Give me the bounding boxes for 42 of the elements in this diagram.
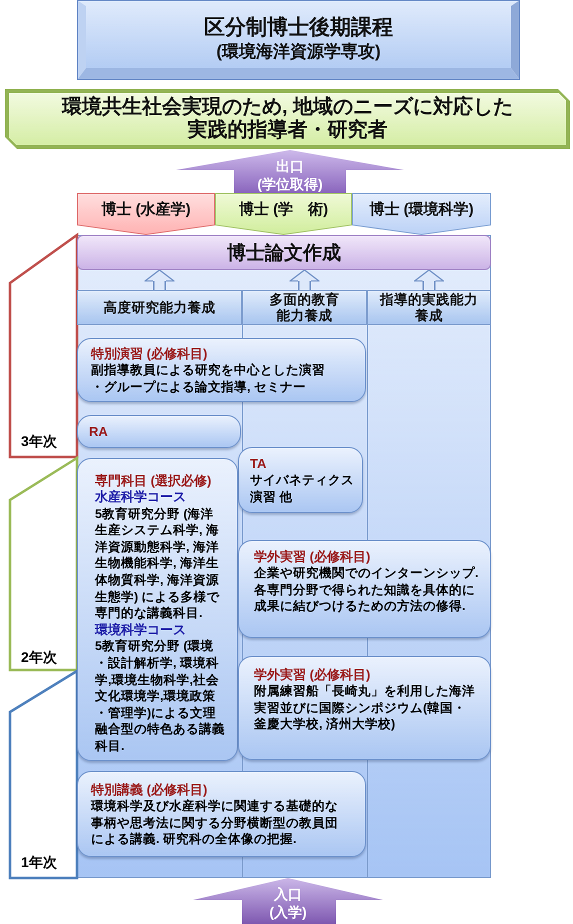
course-heading: 特別演習 (必修科目) — [91, 345, 208, 362]
year-label: 3年次 — [21, 432, 57, 450]
arrow-label: 入口 — [274, 884, 302, 902]
program-title: 区分制博士後期課程 — [204, 15, 393, 41]
course-description: 企業や研究機関でのインターンシップ.各専門分野で得られた知識を具体的に成果に結びつけるための方法の修得. — [254, 565, 480, 615]
arrow — [144, 269, 175, 290]
arrow-label: (入学) — [269, 902, 307, 920]
course-description: 5教育研究分野 (海洋生産システム科学, 海洋資源動態科学, 海洋生物機能科学, 海洋生体物質科学, 海洋資源生態学) による多様で専門的な講義科目. — [95, 506, 221, 622]
arrow — [289, 269, 320, 290]
course-track: 環境科学コース — [95, 622, 186, 638]
course-heading: RA — [89, 423, 108, 440]
arrow — [414, 269, 444, 290]
degree-label: 博士 (環境科学) — [369, 201, 474, 219]
course-description: 副指導教員による研究を中心とした演習・グループによる論文指導, セミナー — [91, 362, 326, 396]
degree-label: 博士 (学 術) — [238, 201, 328, 219]
column-header: 多面的教育能力養成 — [242, 290, 367, 325]
course-track: 水産科学コース — [95, 489, 186, 506]
course-box — [77, 415, 241, 448]
course-box — [77, 458, 238, 761]
program-subtitle: (環境海洋資源学専攻) — [216, 41, 381, 63]
arrow-label: 出口 — [276, 156, 304, 174]
degree-label: 博士 (水産学) — [101, 201, 191, 219]
course-heading: TA — [250, 455, 266, 472]
year-label: 1年次 — [21, 853, 57, 871]
goal-banner: 環境共生社会実現のため, 地域のニーズに対応した実践的指導者・研究者 — [5, 89, 570, 149]
course-description: 附属練習船「長崎丸」を利用した海洋実習並びに国際シンポジウム(韓国・釜慶大学校, 済州大学校) — [254, 683, 476, 733]
column-header: 指導的実践能力養成 — [367, 290, 491, 325]
course-description: サイバネティクス演習 他 — [250, 472, 355, 506]
column-header: 高度研究能力養成 — [77, 290, 242, 325]
course-box — [238, 447, 363, 513]
course-box — [77, 771, 366, 857]
course-description: 環境科学及び水産科学に関連する基礎的な事柄や思考法に関する分野横断型の教員団による講義. 研究科の全体像の把握. — [91, 798, 339, 848]
course-description: 5教育研究分野 (環境・設計解析学, 環境科学,環境生物科学,社会文化環境学,環境政策・管理学)による文理融合型の特色ある講義科目. — [95, 638, 225, 754]
course-heading: 専門科目 (選択必修) — [95, 472, 212, 489]
arrow-label: (学位取得) — [257, 174, 323, 192]
course-heading: 特別講義 (必修科目) — [91, 781, 208, 798]
course-box — [238, 540, 491, 638]
year-label: 2年次 — [21, 648, 57, 666]
course-box — [238, 656, 491, 760]
course-box — [77, 338, 366, 402]
course-heading: 学外実習 (必修科目) — [254, 666, 370, 683]
course-heading: 学外実習 (必修科目) — [254, 548, 370, 565]
